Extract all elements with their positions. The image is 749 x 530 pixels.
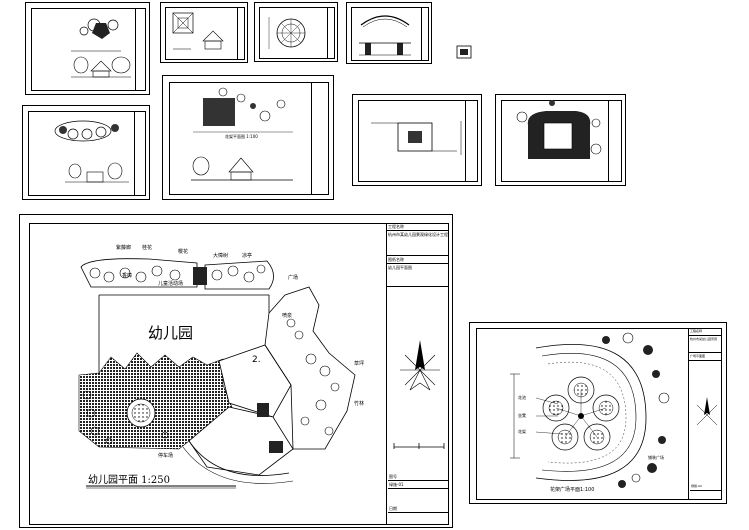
pavilion-plan-sketch <box>71 18 131 78</box>
detail-label-2: 坐凳 <box>518 413 526 418</box>
plan-label-1: 紫藤廊 <box>116 245 132 251</box>
thumbnail-sheet-3[interactable] <box>254 2 338 62</box>
detail-tb-sheet-value: 绿施-02 <box>690 483 722 491</box>
tb-sheet-label: 图号 <box>388 473 448 481</box>
detail-north-arrow-icon <box>696 397 718 426</box>
building-number: 2. <box>252 355 261 365</box>
trellis-plan-sketch <box>191 87 293 181</box>
tb-project-name: 杭州市某幼儿园景观绿化设计工程 <box>387 231 449 256</box>
garden-sketch-5 <box>54 120 129 183</box>
thumbnail-sheet-6[interactable]: 花架平面图 1:100 <box>162 75 334 200</box>
plan-label-2: 桂花 <box>142 245 153 251</box>
scale-bar <box>393 443 445 449</box>
flower-trellis-plaza-plan <box>510 332 670 488</box>
main-plan-sheet[interactable]: 工程名称 杭州市某幼儿园景观绿化设计工程 图纸名称 幼儿园平面图 图号 绿施-0… <box>19 214 453 528</box>
plan-label-12: 停车场 <box>158 453 174 459</box>
tb-drawing-label: 图纸名称 <box>387 256 449 264</box>
plan-label-4: 儿童活动场 <box>158 281 184 287</box>
square-plaza-sketch <box>371 121 462 155</box>
main-titleblock: 工程名称 杭州市某幼儿园景观绿化设计工程 图纸名称 幼儿园平面图 <box>386 223 449 525</box>
thumbnail-sheet-2[interactable] <box>160 2 248 63</box>
detail-titleblock: 工程名称 杭州市某幼儿园景观 广场平面图 <box>688 328 722 500</box>
detail-tb-drawing-name: 广场平面图 <box>689 353 722 361</box>
thumbnail-sheet-8[interactable] <box>495 94 626 186</box>
thumbnail-6-caption: 花架平面图 1:100 <box>225 134 258 139</box>
detail-plan-sheet[interactable]: 工程名称 杭州市某幼儿园景观 广场平面图 绿施-02 <box>469 322 727 504</box>
round-pavilion-sketch <box>268 17 306 49</box>
north-arrow-icon <box>400 340 440 391</box>
thumbnail-sheet-1[interactable] <box>25 2 150 95</box>
main-plan-title: 幼儿园平面 1:250 <box>88 475 170 486</box>
tb-drawing-name: 幼儿园平面图 <box>387 264 449 287</box>
tb-date-label: 日期 <box>388 505 448 513</box>
small-detail-icon <box>456 45 472 59</box>
thumbnail-sheet-4[interactable] <box>346 2 432 64</box>
plan-label-3: 樱花 <box>178 249 189 255</box>
plan-label-11: 喷泉 <box>282 313 293 319</box>
detail-label-1: 花池 <box>518 395 526 400</box>
detail-label-3: 花架 <box>518 429 526 434</box>
center-label: 幼儿园 <box>148 324 194 342</box>
thumbnail-sheet-7[interactable] <box>352 94 482 186</box>
arch-gate-sketch <box>359 15 411 56</box>
pavilion-detail-sketch <box>172 12 224 50</box>
kindergarten-site-plan <box>78 258 356 484</box>
plan-label-10: 竹林 <box>354 401 365 407</box>
detail-plan-title: 花架广场平面1:100 <box>550 487 595 493</box>
plan-label-6: 大樟树 <box>213 253 229 259</box>
plan-label-9: 草坪 <box>354 361 365 367</box>
detail-tb-project-name: 杭州市某幼儿园景观 <box>689 336 722 353</box>
plaza-planting-sketch <box>516 100 602 159</box>
plan-label-5: 香樟 <box>122 273 133 279</box>
tb-project-label: 工程名称 <box>387 223 449 231</box>
plan-label-7: 凉亭 <box>242 253 253 259</box>
plan-label-8: 广场 <box>288 275 299 281</box>
thumbnail-sheet-5[interactable] <box>22 105 150 200</box>
title-underline <box>86 485 236 489</box>
tb-sheet-value: 绿施-01 <box>388 481 448 489</box>
detail-label-4: 铺装广场 <box>648 455 664 460</box>
detail-tb-project-label: 工程名称 <box>689 328 722 336</box>
